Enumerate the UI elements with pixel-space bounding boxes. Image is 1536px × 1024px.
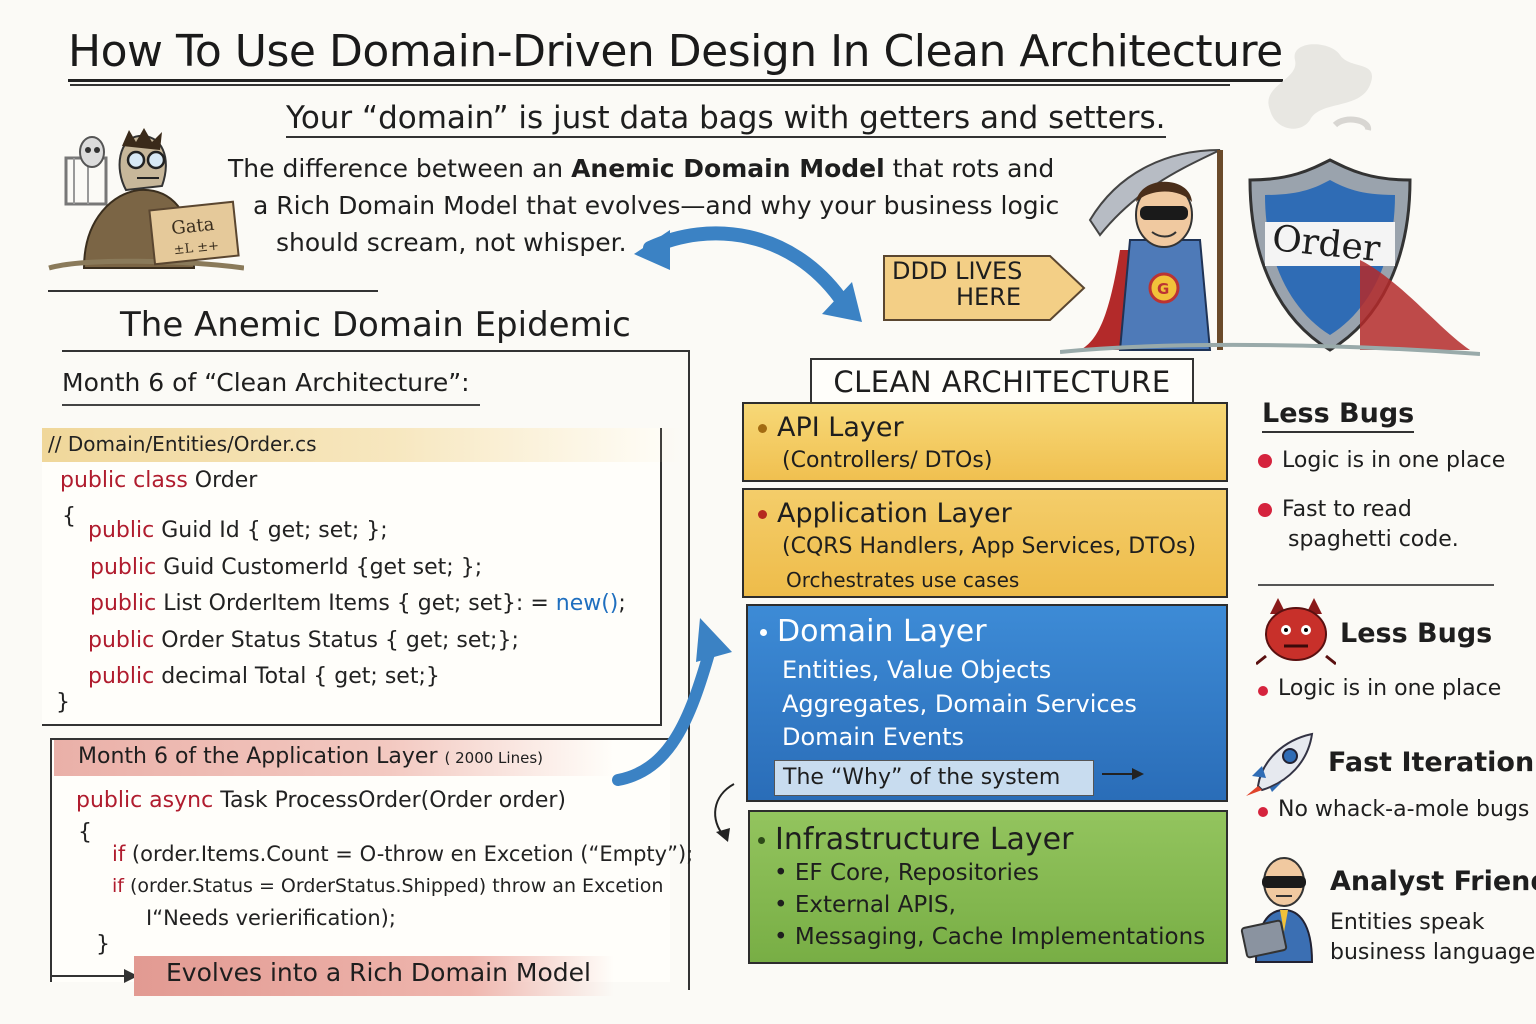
smoke-decoration (1268, 44, 1373, 131)
section-rule (62, 350, 688, 352)
svg-text:G: G (1157, 280, 1169, 298)
pc-skeleton-icon (79, 136, 105, 168)
order-entity-code-box (42, 428, 662, 726)
code-line: I“Needs verierification); (146, 906, 396, 930)
shield-icon: Order (1248, 158, 1412, 352)
subtitle: Your “domain” is just data bags with get… (286, 100, 1166, 138)
application-layer-title: Application Layer (777, 498, 1012, 529)
benefit-title: Fast Iteration (1328, 747, 1535, 778)
devil-bug-icon (1256, 598, 1336, 666)
curved-arrow-icon (634, 226, 862, 322)
rocket-icon (1246, 732, 1314, 796)
benefit-item: Logic is in one place (1258, 448, 1505, 473)
superhero-icon: G Order (1060, 149, 1480, 356)
domain-layer-title: Domain Layer (777, 614, 987, 649)
page-title: How To Use Domain-Driven Design In Clean… (68, 26, 1283, 82)
bullet-icon (1258, 454, 1272, 468)
domain-layer-item: Domain Events (782, 723, 965, 751)
application-layer-header-bg (54, 740, 614, 776)
infrastructure-item: • Messaging, Cache Implementations (774, 924, 1206, 950)
domain-layer-item: Entities, Value Objects (782, 656, 1052, 684)
code-line: } (56, 690, 70, 715)
code-line: public class Order (60, 468, 258, 493)
code-line: if (order.Status = OrderStatus.Shipped) … (112, 875, 664, 897)
benefit-item: Fast to read (1258, 497, 1412, 522)
svg-text:±L ±+: ±L ±+ (173, 239, 220, 259)
code-line: public List OrderItem Items { get; set}:… (90, 591, 626, 616)
why-of-the-system: The “Why” of the system (774, 760, 1094, 796)
benefit-title: Less Bugs (1262, 398, 1415, 433)
sign-text: Gata (170, 214, 215, 239)
code-line: { (78, 820, 92, 845)
why-arrow-icon (1102, 768, 1144, 780)
code-line: { (62, 504, 76, 529)
evolves-into-rich-model: Evolves into a Rich Domain Model (166, 958, 591, 987)
benefits-divider (1258, 584, 1494, 586)
infrastructure-layer: Infrastructure Layer • EF Core, Reposito… (748, 810, 1228, 964)
evolve-arrow-icon (50, 969, 138, 983)
left-divider (48, 290, 378, 292)
evolve-connector (50, 930, 52, 976)
benefit-item: spaghetti code. (1288, 527, 1459, 552)
code-line: public decimal Total { get; set;} (88, 664, 440, 689)
benefit-title: Less Bugs (1340, 618, 1493, 649)
intro-text: The difference between an Anemic Domain … (228, 154, 1060, 257)
bullet-icon (1258, 807, 1268, 817)
ddd-lives-here-label: DDD LIVES HERE (892, 257, 1023, 311)
domain-layer-item: Aggregates, Domain Services (782, 690, 1137, 718)
api-layer-title: API Layer (777, 412, 904, 443)
domain-to-infra-arrow-icon (714, 783, 735, 842)
api-layer-sub: (Controllers/ DTOs) (782, 448, 993, 473)
scythe-icon (1088, 149, 1223, 350)
code-file-tab (42, 428, 682, 462)
analyst-icon (1240, 857, 1314, 963)
bullet-icon (1258, 686, 1268, 696)
month-6-clean-architecture: Month 6 of “Clean Architecture”: (62, 368, 470, 397)
bullet-icon (1258, 503, 1272, 517)
code-line: public Guid CustomerId {get set; }; (90, 555, 483, 580)
code-line: public Order Status Status { get; set;}; (88, 628, 519, 653)
benefit-item: No whack-a-mole bugs (1258, 797, 1529, 822)
code-line: public async Task ProcessOrder(Order ord… (76, 788, 566, 813)
to-domain-arrow-icon (612, 618, 732, 786)
code-line: public Guid Id { get; set; }; (88, 518, 388, 543)
infrastructure-item: • External APIS, (774, 892, 956, 918)
clean-architecture-label: CLEAN ARCHITECTURE (810, 358, 1194, 406)
application-layer-sub: (CQRS Handlers, App Services, DTOs) (782, 534, 1197, 559)
application-layer: Application Layer (CQRS Handlers, App Se… (742, 488, 1228, 598)
month1-underline (62, 404, 480, 406)
title-underline (70, 84, 1230, 86)
benefit-item: Logic is in one place (1258, 676, 1501, 701)
anemic-epidemic-heading: The Anemic Domain Epidemic (120, 305, 631, 345)
ddd-sign-arrow (883, 255, 1086, 321)
infrastructure-item: • EF Core, Repositories (774, 860, 1040, 886)
code-file-path: // Domain/Entities/Order.cs (48, 432, 317, 456)
application-layer-code-box (50, 738, 670, 982)
benefit-item: Entities speak (1330, 910, 1485, 935)
infrastructure-layer-title: Infrastructure Layer (775, 822, 1074, 857)
application-layer-note: Orchestrates use cases (786, 568, 1020, 592)
benefit-item: business language (1330, 940, 1536, 965)
month-6-application-layer: Month 6 of the Application Layer ( 2000 … (78, 744, 543, 769)
benefit-title: Analyst Friendly (1330, 866, 1536, 897)
evolves-banner (134, 956, 614, 996)
code-line: if (order.Items.Count = O-throw en Excet… (112, 842, 694, 866)
vertical-divider (688, 350, 690, 990)
zombie-developer-icon: Gata ±L ±+ (48, 128, 244, 271)
api-layer: API Layer (Controllers/ DTOs) (742, 402, 1228, 482)
code-line: } (96, 932, 110, 957)
